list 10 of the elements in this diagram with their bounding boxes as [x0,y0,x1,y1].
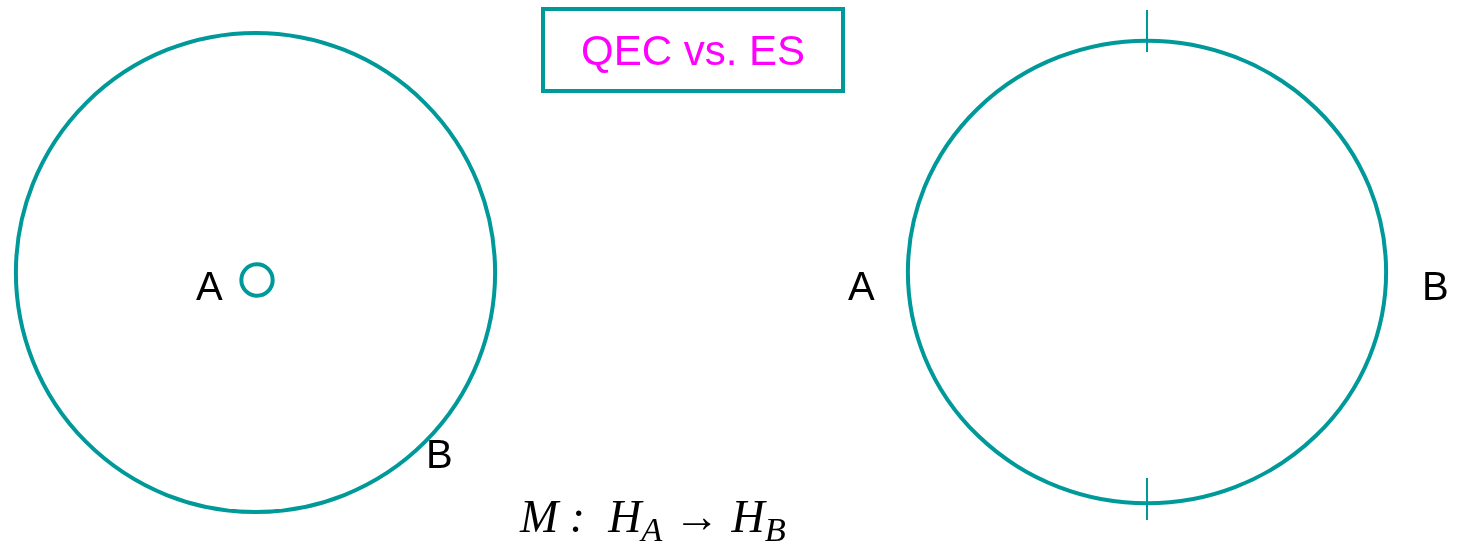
point-label: A [196,266,223,306]
point-label: B [1422,266,1449,306]
circle-shape [903,36,1391,508]
title-box [541,7,845,93]
title-text: QEC vs. ES [580,25,806,76]
circle-shape [11,28,500,517]
point-label: B [426,434,453,474]
point-label: A [848,266,875,306]
small-circle [241,264,273,296]
formula-text: M : H$_{A}$ → H$_{B}$ [520,494,786,540]
